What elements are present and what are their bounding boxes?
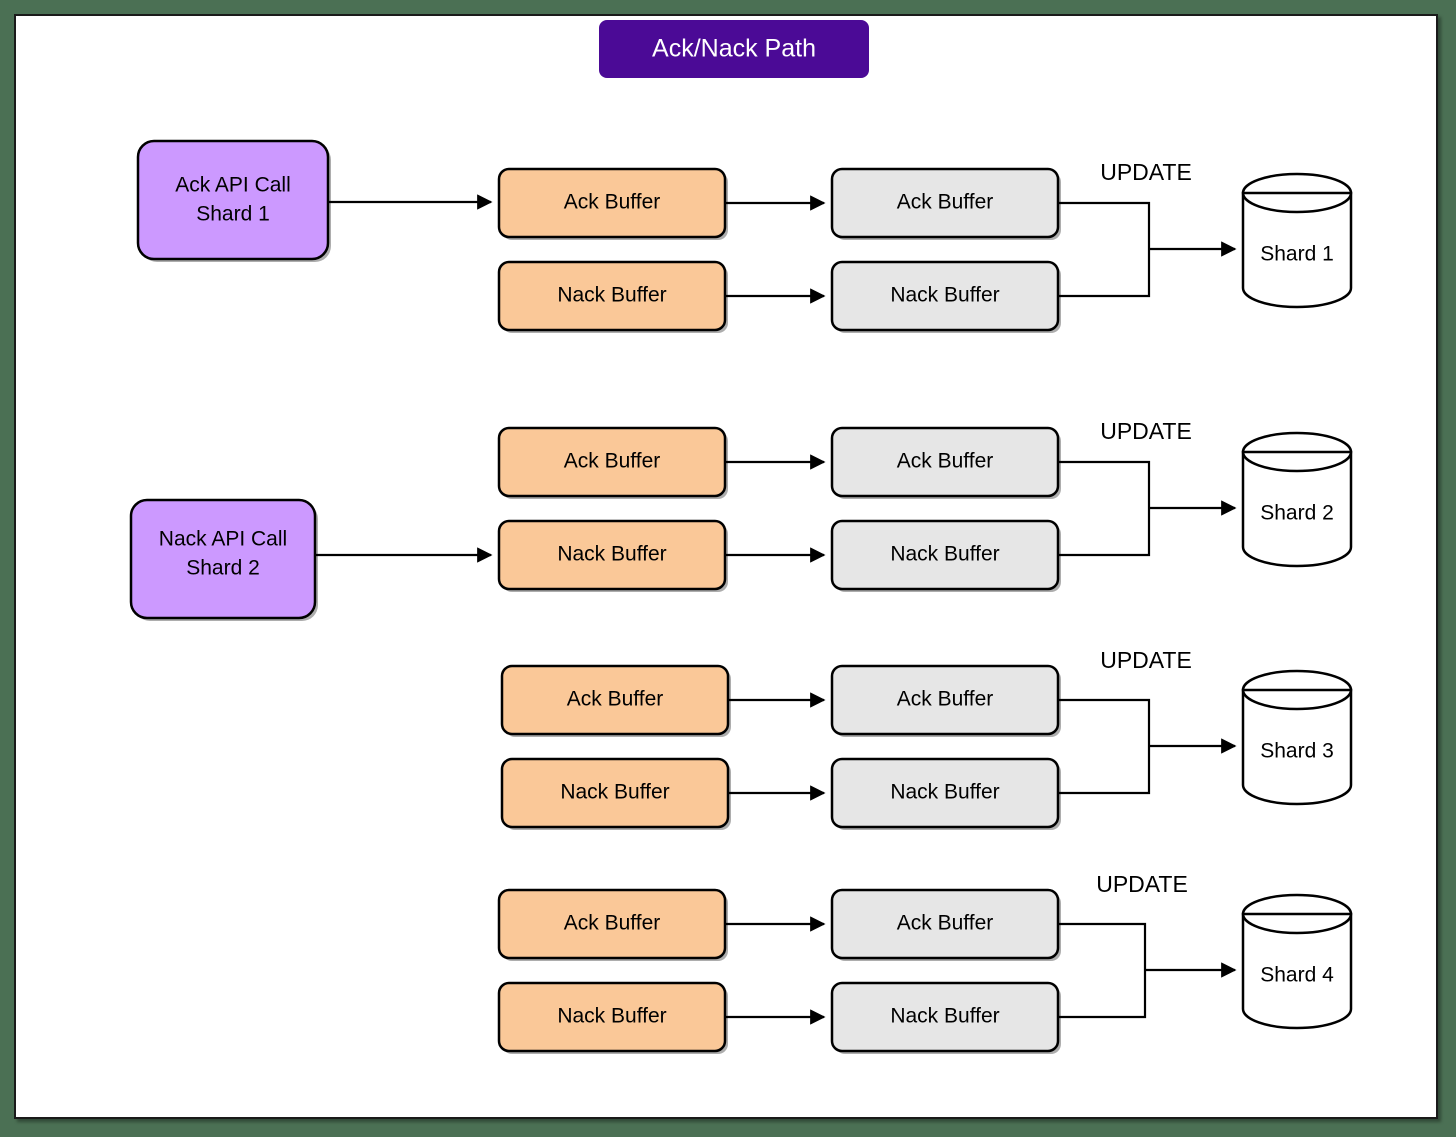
group2-stage1-ack-buffer[interactable]: Ack Buffer bbox=[497, 426, 728, 499]
buffer-label: Nack Buffer bbox=[890, 781, 999, 804]
edge-label-update: UPDATE bbox=[1096, 871, 1188, 897]
buffer-label: Ack Buffer bbox=[567, 688, 664, 711]
merge-connector bbox=[1058, 460, 1151, 557]
group3-stage1-ack-buffer[interactable]: Ack Buffer bbox=[500, 664, 731, 737]
buffer-label: Nack Buffer bbox=[557, 284, 666, 307]
source-node-line1: Ack API Call bbox=[175, 174, 291, 197]
merge-connector bbox=[1058, 922, 1147, 1019]
datastore-shard-3[interactable]: Shard 3 bbox=[1241, 669, 1353, 806]
datastore-label: Shard 3 bbox=[1260, 740, 1334, 763]
buffer-label: Nack Buffer bbox=[557, 543, 666, 566]
source-node-line2: Shard 2 bbox=[186, 557, 260, 580]
buffer-label: Nack Buffer bbox=[560, 781, 669, 804]
merge-connector bbox=[1058, 201, 1151, 298]
diagram-canvas: Ack/Nack Path Ack API Call Shard 1 Ack B… bbox=[14, 14, 1438, 1119]
buffer-label: Ack Buffer bbox=[564, 912, 661, 935]
datastore-label: Shard 1 bbox=[1260, 243, 1334, 266]
group4-stage1-nack-buffer[interactable]: Nack Buffer bbox=[497, 981, 728, 1054]
source-node-nack-api-shard-2[interactable]: Nack API Call Shard 2 bbox=[129, 498, 318, 621]
buffer-label: Ack Buffer bbox=[897, 450, 994, 473]
group-2: Nack API Call Shard 2 Ack Buffer Nack Bu… bbox=[129, 418, 1353, 621]
group3-stage2-ack-buffer[interactable]: Ack Buffer bbox=[830, 664, 1061, 737]
diagram-title-text: Ack/Nack Path bbox=[652, 35, 816, 63]
group4-stage2-nack-buffer[interactable]: Nack Buffer bbox=[830, 981, 1061, 1054]
buffer-label: Ack Buffer bbox=[564, 191, 661, 214]
datastore-label: Shard 4 bbox=[1260, 964, 1334, 987]
buffer-label: Nack Buffer bbox=[557, 1005, 666, 1028]
source-node-line1: Nack API Call bbox=[159, 528, 287, 551]
group4-stage1-ack-buffer[interactable]: Ack Buffer bbox=[497, 888, 728, 961]
datastore-shard-2[interactable]: Shard 2 bbox=[1241, 431, 1353, 568]
buffer-label: Ack Buffer bbox=[897, 912, 994, 935]
buffer-label: Nack Buffer bbox=[890, 284, 999, 307]
group4-stage2-ack-buffer[interactable]: Ack Buffer bbox=[830, 888, 1061, 961]
group1-stage2-ack-buffer[interactable]: Ack Buffer bbox=[830, 167, 1061, 240]
group1-stage2-nack-buffer[interactable]: Nack Buffer bbox=[830, 260, 1061, 333]
source-node-ack-api-shard-1[interactable]: Ack API Call Shard 1 bbox=[136, 139, 331, 262]
buffer-label: Ack Buffer bbox=[897, 688, 994, 711]
group1-stage1-nack-buffer[interactable]: Nack Buffer bbox=[497, 260, 728, 333]
group3-stage2-nack-buffer[interactable]: Nack Buffer bbox=[830, 757, 1061, 830]
edge-label-update: UPDATE bbox=[1100, 418, 1192, 444]
group3-stage1-nack-buffer[interactable]: Nack Buffer bbox=[500, 757, 731, 830]
group-3: Ack Buffer Nack Buffer Ack Buffer Nack B… bbox=[500, 647, 1353, 830]
merge-connector bbox=[1058, 698, 1151, 795]
group-4: Ack Buffer Nack Buffer Ack Buffer Nack B… bbox=[497, 871, 1353, 1054]
datastore-label: Shard 2 bbox=[1260, 502, 1334, 525]
datastore-shard-4[interactable]: Shard 4 bbox=[1241, 893, 1353, 1030]
datastore-shard-1[interactable]: Shard 1 bbox=[1241, 172, 1353, 309]
ack-nack-path-diagram: Ack/Nack Path Ack API Call Shard 1 Ack B… bbox=[129, 20, 1353, 1054]
buffer-label: Ack Buffer bbox=[897, 191, 994, 214]
buffer-label: Nack Buffer bbox=[890, 1005, 999, 1028]
edge-label-update: UPDATE bbox=[1100, 647, 1192, 673]
group2-stage2-nack-buffer[interactable]: Nack Buffer bbox=[830, 519, 1061, 592]
group1-stage1-ack-buffer[interactable]: Ack Buffer bbox=[497, 167, 728, 240]
diagram-title-banner: Ack/Nack Path bbox=[599, 20, 869, 78]
buffer-label: Nack Buffer bbox=[890, 543, 999, 566]
source-node-line2: Shard 1 bbox=[196, 203, 270, 226]
edge-label-update: UPDATE bbox=[1100, 159, 1192, 185]
group2-stage2-ack-buffer[interactable]: Ack Buffer bbox=[830, 426, 1061, 499]
group-1: Ack API Call Shard 1 Ack Buffer Nack Buf… bbox=[136, 139, 1353, 333]
group2-stage1-nack-buffer[interactable]: Nack Buffer bbox=[497, 519, 728, 592]
buffer-label: Ack Buffer bbox=[564, 450, 661, 473]
